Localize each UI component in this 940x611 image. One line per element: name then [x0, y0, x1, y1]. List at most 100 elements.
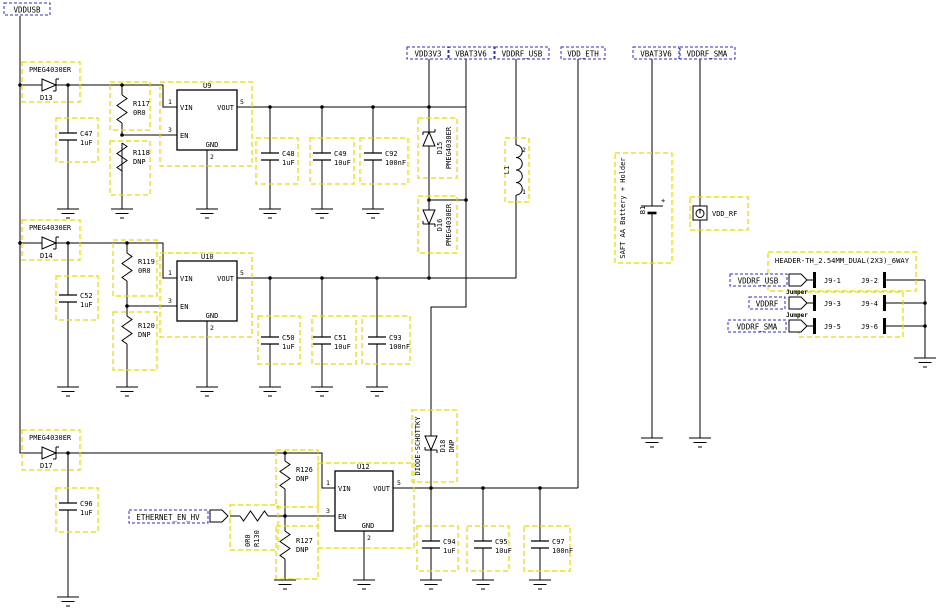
component-d14[interactable]: PMEG4030ER D14	[21, 219, 81, 261]
component-c96[interactable]: C96 1uF	[55, 487, 99, 533]
highlight-box	[411, 409, 458, 483]
highlight-box	[504, 137, 530, 203]
component-b1-battery[interactable]: + B1 SAFT AA Battery + Holder	[614, 152, 673, 264]
net-label-vdd-eth[interactable]: VDD_ETH	[560, 46, 606, 60]
component-c48[interactable]: C48 1uF	[255, 137, 299, 185]
ref-label: C94	[443, 538, 456, 546]
value-label: DNP	[133, 158, 146, 166]
highlight-box	[275, 525, 319, 580]
highlight-box	[275, 449, 319, 508]
highlight-box	[767, 251, 917, 292]
net-label-vdd3v3[interactable]: VDD3V3	[406, 46, 450, 60]
capacitor-icon	[531, 540, 549, 549]
net-label-vddrf-sma-top[interactable]: VDDRF_SMA	[679, 46, 736, 60]
ref-label: C52	[80, 292, 93, 300]
net-label-box	[748, 296, 786, 310]
value-label: 0R0	[133, 109, 146, 117]
net-label-text: VDD_ETH	[567, 50, 599, 59]
net-label-vddusb[interactable]: VDDUSB	[3, 2, 51, 16]
pin-label: J9-3	[824, 300, 841, 308]
port-ethernet-en-hv[interactable]: ETHERNET_EN_HV	[128, 509, 229, 524]
jumper-label: Jumper	[786, 289, 808, 296]
component-r130[interactable]: 0R0 R130	[229, 504, 279, 551]
component-c92[interactable]: C92 100nF	[359, 137, 409, 185]
component-r118[interactable]: R118 DNP	[109, 140, 151, 196]
component-u12[interactable]: U12 VIN EN VOUT GND 1 3 5 2	[317, 462, 415, 549]
component-c52[interactable]: C52 1uF	[55, 275, 99, 321]
component-c50[interactable]: C50 1uF	[257, 315, 301, 365]
component-u9[interactable]: U9 VIN EN VOUT GND 1 3 5 2	[159, 81, 253, 167]
net-label-box	[560, 46, 606, 60]
component-c95[interactable]: C95 10uF	[466, 525, 512, 572]
resistor-icon	[279, 460, 291, 490]
ref-label: D13	[40, 94, 53, 102]
component-c47[interactable]: C47 1uF	[55, 117, 99, 163]
pin-bar	[883, 272, 886, 288]
component-c93[interactable]: C93 100nF	[361, 315, 411, 365]
component-r120[interactable]: R120 DNP	[112, 311, 158, 371]
component-d17[interactable]: PMEG4030ER D17	[21, 429, 81, 471]
port-vddrf-usb-header[interactable]: VDDRF_USB	[729, 273, 808, 287]
pin-number: 5	[397, 479, 401, 487]
port-arrow-icon	[788, 296, 808, 310]
highlight-box	[689, 196, 749, 231]
component-d13[interactable]: PMEG4030ER D13	[21, 61, 81, 103]
component-r119[interactable]: R119 0R0	[112, 239, 158, 297]
ref-label: R126	[296, 466, 313, 474]
ref-label: C95	[495, 538, 508, 546]
ref-label: R119	[138, 258, 155, 266]
resistor-icon	[121, 252, 133, 282]
pin-bar	[813, 272, 816, 288]
highlight-box	[112, 239, 158, 297]
component-r127[interactable]: R127 DNP	[275, 525, 319, 580]
component-c51[interactable]: C51 10uF	[311, 315, 357, 365]
component-u10[interactable]: U10 VIN EN VOUT GND 1 3 5 2	[159, 252, 253, 338]
net-label-vbat3v6-right[interactable]: VBAT3V6	[632, 46, 680, 60]
highlight-box	[523, 525, 571, 572]
component-r126[interactable]: R126 DNP	[275, 449, 319, 508]
net-label-vddrf-usb-top[interactable]: VDDRF_USB	[494, 46, 550, 60]
component-l1[interactable]: L1 2 1	[503, 137, 530, 203]
pin-name-gnd: GND	[362, 522, 375, 530]
ref-label: C93	[389, 334, 402, 342]
value-label: 10uF	[334, 343, 351, 351]
value-label: 0R0	[244, 534, 252, 547]
ref-label: D16	[436, 219, 444, 232]
ref-label: C48	[282, 150, 295, 158]
diode-icon	[424, 435, 438, 453]
part-label: PMEG4030ER	[29, 434, 72, 442]
component-c49[interactable]: C49 10uF	[309, 137, 355, 185]
net-label-box	[494, 46, 550, 60]
net-label-text: VDDRF	[756, 300, 779, 309]
net-label-vbat3v6-left[interactable]: VBAT3V6	[447, 46, 495, 60]
highlight-box	[309, 137, 355, 185]
component-d18[interactable]: DIODE-SCHOTTKY D18 DNP	[411, 409, 458, 483]
pin-bar	[883, 295, 886, 311]
pin-name-en: EN	[180, 132, 188, 140]
pin-number: 2	[210, 324, 214, 332]
diode-icon	[422, 129, 436, 147]
ref-label: C97	[552, 538, 565, 546]
component-c97[interactable]: C97 100nF	[523, 525, 573, 572]
connector-j9[interactable]: HEADER-TH_2.54MM_DUAL(2X3)_6WAY J9-1 J9-…	[767, 251, 917, 338]
part-label: PMEG4030ER	[445, 203, 453, 246]
pin-bar	[813, 318, 816, 334]
port-vddrf-sma-header[interactable]: VDDRF_SMA	[727, 319, 808, 333]
power-port-vdd-rf[interactable]: VDD_RF	[689, 196, 749, 231]
ref-label: C49	[334, 150, 347, 158]
port-vddrf-header[interactable]: VDDRF	[748, 296, 808, 310]
diode-icon	[422, 209, 436, 227]
component-d16[interactable]: D16 PMEG4030ER	[417, 195, 458, 254]
highlight-box	[109, 140, 151, 196]
component-d15[interactable]: D15 PMEG4030ER	[417, 117, 458, 179]
junction-dots	[18, 83, 927, 518]
power-port-label: VDD_RF	[712, 210, 737, 218]
pin-number: 5	[240, 269, 244, 277]
highlight-box	[614, 152, 673, 264]
battery-desc: SAFT AA Battery + Holder	[619, 157, 627, 258]
resistor-icon	[116, 142, 128, 172]
component-r117[interactable]: R117 0R0	[109, 81, 151, 131]
component-c94[interactable]: C94 1uF	[416, 525, 459, 572]
ref-label: R127	[296, 537, 313, 545]
ref-label: D18	[439, 440, 447, 453]
